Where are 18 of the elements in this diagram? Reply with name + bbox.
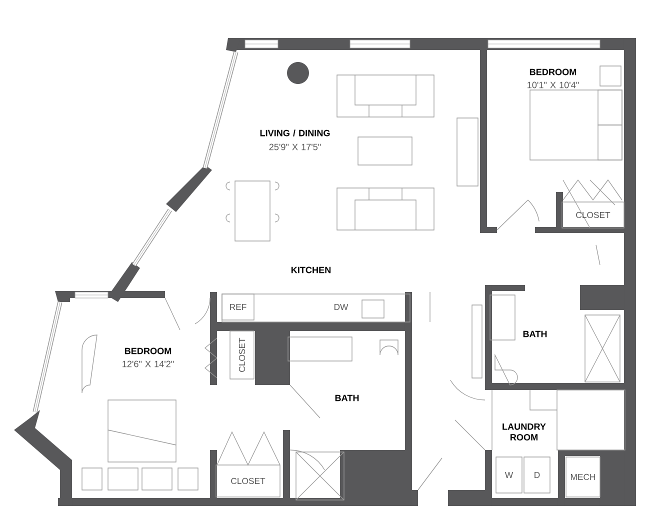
room-name: KITCHEN xyxy=(291,266,331,274)
fixture-box: REF xyxy=(222,294,254,320)
room-name: LAUNDRY ROOM xyxy=(502,423,546,440)
room-dimensions: 12'6" X 14'2" xyxy=(122,360,174,368)
room-name: BEDROOM xyxy=(124,348,172,354)
fixture-box: CLOSET xyxy=(562,202,624,228)
room-name: LIVING / DINING xyxy=(260,130,330,136)
fixture-box: W xyxy=(496,456,522,494)
room-name: BATH xyxy=(335,394,359,402)
room-name: BEDROOM xyxy=(530,68,576,76)
fixture-box: CLOSET xyxy=(216,464,280,498)
room-name: BATH xyxy=(523,330,547,338)
fixture-box: D xyxy=(524,456,550,494)
closet-box: CLOSET xyxy=(230,330,254,380)
appliance-label: DW xyxy=(334,304,348,310)
room-dimensions: 25'9" X 17'5" xyxy=(269,144,321,150)
room-dimensions: 10'1" X 10'4" xyxy=(528,82,579,88)
fixture-box: MECH xyxy=(566,456,600,498)
